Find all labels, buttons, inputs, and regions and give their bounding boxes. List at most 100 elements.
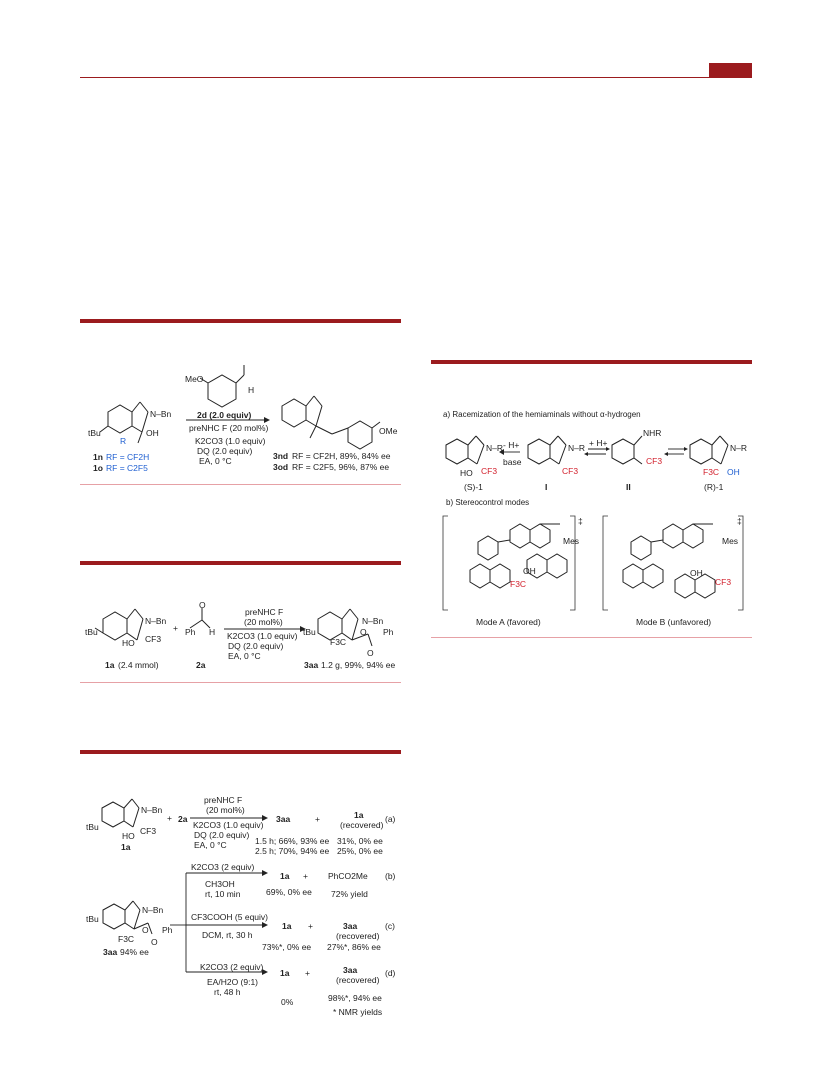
scheme3-b-cond2: CH3OH [205,879,235,889]
scheme3-a-sub-label: 1a [121,842,131,852]
scheme4-mode-a-cf3: F3C [510,579,527,589]
scheme3-top-rule [80,750,401,754]
scheme3-a-recovered: 1a [354,810,364,820]
scheme3-sub2-f3c: F3C [118,934,135,944]
scheme1-aldehyde-h: H [248,385,255,395]
scheme3-sub2-nbn: N–Bn [142,905,164,915]
scheme3-a-cond1: preNHC F [204,795,243,805]
scheme3-sub2-ee: 94% ee [120,947,149,957]
scheme2-aldehyde-label: 2a [196,660,206,670]
scheme2-bottom-rule [80,682,401,683]
scheme3-a-cond3: K2CO3 (1.0 equiv) [193,820,264,830]
scheme4-mode-b-dagger: ‡ [737,516,742,526]
scheme2-ho: HO [122,638,135,648]
scheme3-a-rec1: 31%, 0% ee [337,836,383,846]
scheme4-h-plus: + H+ [589,438,608,448]
scheme4-r1-oh: OH [727,467,740,477]
scheme3-d-cond1: K2CO3 (2 equiv) [200,962,264,972]
scheme2-prod-ph: Ph [383,627,394,637]
scheme3-c-cond2: DCM, rt, 30 h [202,930,253,940]
scheme2-o: O [199,600,206,610]
scheme3-a-recovered-note: (recovered) [340,820,384,830]
scheme3-a-ho: HO [122,831,135,841]
scheme4-i-nr: N–R [568,443,586,453]
scheme3-c-plus: + [308,921,313,931]
scheme3-a-cond5: EA, 0 °C [194,840,227,850]
scheme3-sub2-oc: O [151,937,158,947]
scheme3-d-plus: + [305,968,310,978]
scheme2-ph: Ph [185,627,196,637]
scheme2-plus: + [173,623,178,633]
scheme3-a-product: 3aa [276,814,291,824]
scheme3-a-rec2: 25%, 0% ee [337,846,383,856]
scheme1-prod-3od-rest: RF = C2F5, 96%, 87% ee [292,462,390,472]
scheme2-prod-f3c: F3C [330,637,347,647]
scheme3-sub2-label: 3aa [103,947,118,957]
scheme1-cond3: K2CO3 (1.0 equiv) [195,436,266,446]
scheme2-h: H [209,627,216,637]
scheme4-mode-b-label: Mode B (unfavored) [636,617,712,627]
scheme3-d-cond2: EA/H2O (9:1) [207,977,259,987]
scheme4-top-rule [431,360,752,364]
scheme1-sub-tbu: tBu [88,428,101,438]
scheme4-part-b: b) Stereocontrol modes [446,498,530,507]
scheme3-b-tag: (b) [385,871,396,881]
scheme3-d-product: 1a [280,968,290,978]
scheme4-bottom-rule [431,637,752,638]
scheme1-sub-rf: R [120,436,127,446]
scheme3-b-cond1: K2CO3 (2 equiv) [191,862,255,872]
scheme3-d-tag: (d) [385,968,396,978]
scheme4-mode-a-oh: OH [523,566,536,576]
scheme1-rf-1o: RF = C2F5 [106,463,148,473]
scheme3-a-res2: 2.5 h; 70%, 94% ee [255,846,330,856]
scheme4-mode-a-dagger: ‡ [578,516,583,526]
scheme4-s1-nr: N–R [486,443,504,453]
scheme4-mode-b-oh: OH [690,568,703,578]
scheme3-a-cf3: CF3 [140,826,157,836]
scheme2-tbu: tBu [85,627,98,637]
scheme2-cond1: preNHC F [245,607,284,617]
scheme2-prod-result: 1.2 g, 99%, 94% ee [321,660,396,670]
header-tab [709,63,752,77]
scheme2-top-rule [80,561,401,565]
scheme4-mode-a-label: Mode A (favored) [476,617,541,627]
scheme3-d-cond3: rt, 48 h [214,987,241,997]
scheme4-s1-ho: HO [460,468,473,478]
scheme3-footnote: * NMR yields [333,1007,383,1017]
scheme2-cond5: EA, 0 °C [228,651,261,661]
scheme1-prod-3od: 3od [273,462,289,472]
scheme3-a-plus: + [167,813,172,823]
scheme3-a-reagent: 2a [178,814,188,824]
scheme3-a-tbu: tBu [86,822,99,832]
scheme3-sub2-o: O [142,925,149,935]
scheme3-sub2-tbu: tBu [86,914,99,924]
scheme4-r1-nr: N–R [730,443,748,453]
scheme2-prod-nbn: N–Bn [362,616,384,626]
scheme1-prod-3nd-rest: RF = CF2H, 89%, 84% ee [292,451,391,461]
scheme3-c-res1: 73%*, 0% ee [262,942,312,952]
scheme2-prod-label: 3aa [304,660,319,670]
scheme1-cond5: EA, 0 °C [199,456,232,466]
scheme2-prod-tbu: tBu [303,627,316,637]
scheme3-sub2-ph: Ph [162,925,173,935]
scheme2-cond2: (20 mol%) [244,617,283,627]
scheme4-mode-a-mes: Mes [563,536,580,546]
scheme3-a-tag: (a) [385,814,396,824]
scheme3-c-other: 3aa [343,921,358,931]
scheme3-c-tag: (c) [385,921,395,931]
scheme4-ii-nhr: NHR [643,428,662,438]
scheme3-b-other: PhCO2Me [328,871,368,881]
scheme4-ii-cf3: CF3 [646,456,663,466]
scheme3-c-product: 1a [282,921,292,931]
scheme2-prod-o2: O [367,648,374,658]
scheme3-c-cond1: CF3COOH (5 equiv) [191,912,268,922]
scheme3-a-nbn: N–Bn [141,805,163,815]
scheme1-cond4: DQ (2.0 equiv) [197,446,253,456]
scheme1-sub-nbn: N–Bn [150,409,172,419]
scheme4-ii-label: II [626,482,631,492]
scheme4-i-cf3: CF3 [562,466,579,476]
scheme4-s1-cf3: CF3 [481,466,498,476]
scheme1-sub-oh: OH [146,428,159,438]
